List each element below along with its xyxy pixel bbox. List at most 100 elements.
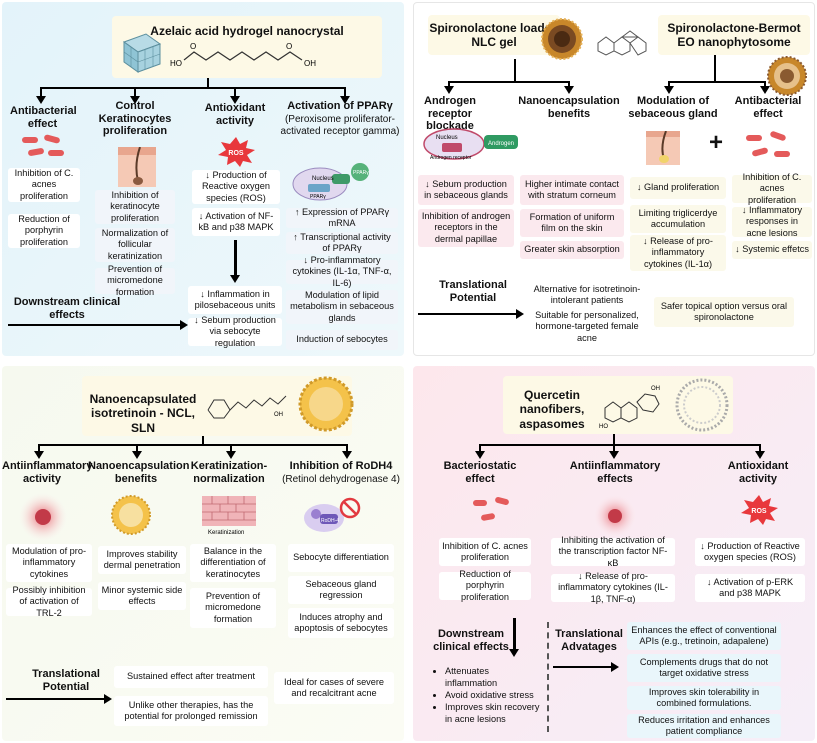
bacteriostatic-item: Reduction of porphyrin proliferation <box>439 569 531 602</box>
panel4-title-box: Quercetin nanofibers, aspasomes <box>503 376 733 434</box>
arrow <box>664 81 674 94</box>
heading-nanoencapsulation: Nanoencapsulation benefits <box>518 95 620 120</box>
ppar-item-text: Transcriptional activity of PPARγ <box>300 231 391 253</box>
sebaceous-item: ↓ Release of pro-inflammatory cytokines … <box>630 235 726 271</box>
rodh4-item: Sebaceous gland regression <box>288 576 394 604</box>
tp3-item: Sustained effect after treatment <box>114 666 268 688</box>
inflammation-glow-icon <box>19 493 67 541</box>
antioxidant-item: ↓ Production of Reactive oxygen species … <box>192 170 280 204</box>
ros-icon: ROS <box>218 137 255 167</box>
nanocrystal-icon <box>122 33 162 73</box>
tp3-label: Translational Potential <box>32 668 100 694</box>
aspasome-sphere-icon <box>675 378 729 432</box>
bacteria-icon <box>746 131 790 157</box>
keratinization-item: Prevention of micromedone formation <box>190 588 276 628</box>
downstream-item-text: Sebum production via sebocyte regulation <box>201 315 276 348</box>
arrow <box>130 87 140 104</box>
quercetin-structure-icon: OH HO <box>599 386 660 430</box>
divider <box>547 622 549 732</box>
nanophytosome-sphere-icon <box>767 56 807 96</box>
nanocarrier-sphere-icon <box>111 495 151 535</box>
sebaceous-item: Limiting triglicerdye accumulation <box>630 205 726 233</box>
sebaceous-skin-icon <box>646 131 680 165</box>
downstream4-item: Attenuates inflammation <box>445 666 543 690</box>
heading-nanoencapsulation3: Nanoencapsulation benefits <box>88 460 190 485</box>
downstream-item-text: Inflammation in pilosebaceous units <box>194 288 276 310</box>
heading-bacteriostatic: Bacteriostatic effect <box>443 460 517 485</box>
antibacterial2-item: Inhibition of C. acnes proliferation <box>732 172 812 205</box>
svg-text:O: O <box>286 42 292 51</box>
tp-item: Alternative for isotretinoin-intolerant … <box>524 281 650 309</box>
panel3-title: Nanoencapsulated isotretinoin - NCL, SLN <box>89 392 197 435</box>
spironolactone-structure-icon <box>597 30 647 56</box>
arrow <box>342 444 352 459</box>
svg-text:O: O <box>190 42 196 51</box>
ppar-item: ↑ Transcriptional activity of PPARγ <box>286 232 398 254</box>
connector <box>514 59 516 81</box>
rodh4-item: Sebocyte differentiation <box>288 544 394 572</box>
ppar-item-text: Expression of PPARγ mRNA <box>302 206 390 228</box>
svg-text:HO: HO <box>170 59 182 68</box>
nano-item: Formation of uniform film on the skin <box>520 209 624 237</box>
antiinfl4-item: ↓ Release of pro-inflammatory cytokines … <box>551 571 675 604</box>
downstream-item: ↓ Inflammation in pilosebaceous units <box>188 286 282 314</box>
skin-follicle-icon <box>118 147 156 187</box>
ppar-item: Modulation of lipid metabolism in sebace… <box>286 290 398 324</box>
sebaceous-item-text: Release of pro-inflammatory cytokines (I… <box>643 236 713 269</box>
antioxidant-item-text: Production of Reactive oxygen species (R… <box>202 170 270 203</box>
antibacterial-item: Inhibition of C. acnes proliferation <box>8 168 80 202</box>
connector <box>202 436 204 444</box>
heading-ppar-sub: (Peroxisome proliferator-activated recep… <box>280 113 400 138</box>
tp4-item: Reduces irritation and enhances patient … <box>627 714 781 738</box>
heading-antioxidant4: Antioxidant activity <box>727 460 789 485</box>
heading-antibacterial: Antibacterial effect <box>10 105 77 130</box>
antioxidant-item-text: Activation of NF-kB and p38 MAPK <box>198 210 274 232</box>
panel2-title-right: Spironolactone-Bermot EO nanophytosome <box>658 15 810 55</box>
downstream4-list: Attenuates inflammation Avoid oxidative … <box>433 666 543 726</box>
heading-keratinocytes: Control Keratinocytes proliferation <box>98 100 172 138</box>
panel4-title: Quercetin nanofibers, aspasomes <box>519 388 585 431</box>
svg-text:HO: HO <box>599 424 608 430</box>
ppar-item-text: Pro-inflammatory cytokines (IL-1α, TNF-α… <box>292 255 392 288</box>
arrow <box>444 81 454 94</box>
svg-text:PPARγ: PPARγ <box>310 194 326 200</box>
keratinization-tissue-icon: Keratinization <box>202 496 256 536</box>
antiinfl4-item: Inhibiting the activation of the transcr… <box>551 535 675 568</box>
antiinflammatory-item: Possibly inhibition of activation of TRL… <box>6 585 92 618</box>
arrow <box>564 81 574 94</box>
antibacterial2-item-text: Systemic effetcs <box>742 244 809 255</box>
panel-spironolactone: Spironolactone loaded NLC gel Spironolac… <box>413 2 815 356</box>
heading-rodh4: Inhibition of RoDH4 (Retinol dehydrogena… <box>280 460 402 485</box>
nano-item: Greater skin absorption <box>520 241 624 259</box>
downstream4-label: Downstream clinical effects <box>433 628 509 654</box>
antiox4-item-text: Activation of p-ERK and p38 MAPK <box>713 576 794 598</box>
tp4-item: Complements drugs that do not target oxi… <box>627 654 781 682</box>
isotretinoin-structure-icon: OH <box>207 395 287 419</box>
arrow <box>475 444 485 459</box>
svg-text:ROS: ROS <box>228 150 244 157</box>
antiox4-item-text: Production of Reactive oxygen species (R… <box>704 540 800 562</box>
ppar-item: Induction of sebocytes <box>286 330 398 350</box>
androgen-receptor-icon: Nucleus Androgen receptor Androgen <box>423 128 518 161</box>
connector <box>668 81 764 83</box>
arrow <box>418 309 524 319</box>
plus-sign: + <box>709 129 724 156</box>
ar-receptor-label: Androgen receptor <box>430 155 472 161</box>
nano-item: Higher intimate contact with stratum cor… <box>520 175 624 205</box>
ar-nucleus-label: Nucleus <box>436 135 458 141</box>
nano3-item: Minor systemic side effects <box>98 582 186 610</box>
antiox4-item: ↓ Production of Reactive oxygen species … <box>695 538 805 566</box>
panel1-title: Azelaic acid hydrogel nanocrystal <box>150 24 344 38</box>
antibacterial2-item: ↓ Systemic effetcs <box>732 241 812 259</box>
downstream-item: ↓ Sebum production via sebocyte regulati… <box>188 315 282 348</box>
antibacterial-item: Reduction of porphyrin proliferation <box>8 214 80 248</box>
heading-antiinflammatory: Antiinflammatory activity <box>2 460 93 485</box>
antibacterial2-item-text: Inflammatory responses in acne lesions <box>745 205 803 238</box>
sebaceous-item: ↓ Gland proliferation <box>630 177 726 199</box>
keratinocyte-item: Normalization of follicular keratinizati… <box>95 228 175 262</box>
arrow <box>230 240 240 283</box>
downstream4-item: Improves skin recovery in acne lesions <box>445 702 543 726</box>
nano3-item: Improves stability dermal penetration <box>98 546 186 574</box>
rodh4-label: RoDH-4 <box>321 518 339 524</box>
panel-quercetin: Quercetin nanofibers, aspasomes OH HO Ba… <box>413 366 815 741</box>
